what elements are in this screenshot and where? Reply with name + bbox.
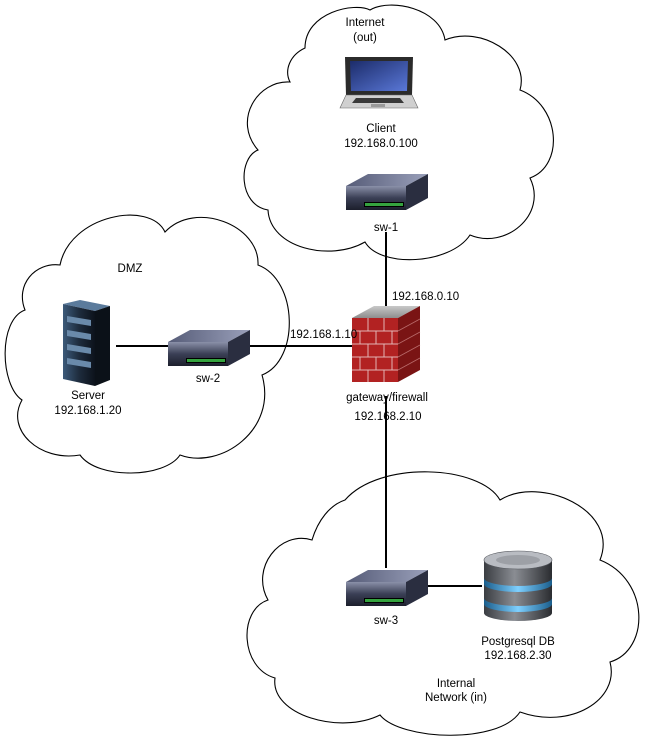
client-name: Client [366,123,396,135]
server-name: Server [71,390,105,402]
sw2-name: sw-2 [196,373,220,385]
internet-label: Internet [346,17,386,29]
dmz-label: DMZ [118,263,143,275]
server-rack-icon[interactable] [63,300,110,386]
gw-in-ip: 192.168.2.10 [354,411,421,423]
db-ip: 192.168.2.30 [484,650,551,662]
switch-icon[interactable] [346,174,428,210]
cloud-internet [243,4,554,261]
db-name: Postgresql DB [481,636,555,648]
gw-dmz-ip: 192.168.1.10 [290,329,357,341]
gw-out-ip: 192.168.0.10 [392,291,459,303]
client-ip: 192.168.0.100 [344,138,418,150]
switch-icon[interactable] [346,570,428,606]
laptop-icon[interactable] [339,57,419,109]
internet-sublabel: (out) [353,32,377,44]
gateway-name: gateway/firewall [346,392,428,404]
cloud-internal [246,471,640,736]
internal-label: Internal [437,678,475,690]
links [116,232,482,587]
sw1-name: sw-1 [374,222,398,234]
server-ip: 192.168.1.20 [54,405,121,417]
database-icon[interactable] [483,550,553,621]
cloud-dmz [4,214,290,474]
firewall-icon[interactable] [352,306,421,382]
internal-sublabel: Network (in) [425,692,487,704]
switch-icon[interactable] [168,330,250,366]
sw3-name: sw-3 [374,615,398,627]
